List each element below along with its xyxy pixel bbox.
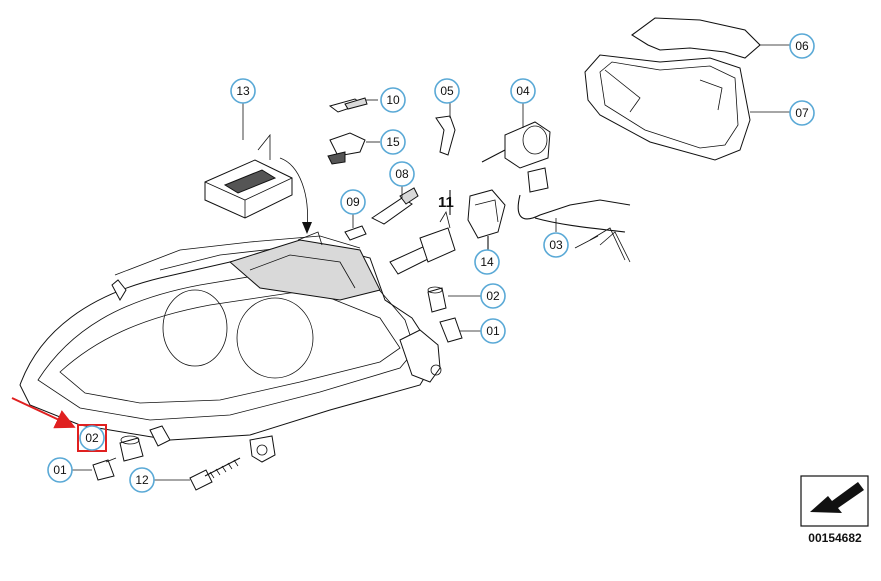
- callout-01[interactable]: 01: [47, 457, 73, 483]
- part-10-small-bulb: [328, 97, 368, 113]
- callout-circle: [480, 283, 506, 309]
- callout-15[interactable]: 15: [380, 129, 406, 155]
- callout-label: 04: [516, 84, 530, 98]
- callout-12[interactable]: 12: [129, 467, 155, 493]
- callout-label: 03: [549, 238, 563, 252]
- callout-circle: [380, 129, 406, 155]
- group-label-11: 11: [438, 194, 454, 211]
- part-08-bulb-holder: [371, 187, 419, 225]
- callout-label: 08: [395, 167, 409, 181]
- part-02-sleeve-upper: [427, 286, 447, 313]
- part-01-nut-lower: [92, 457, 117, 481]
- part-15-bulb-socket: [327, 132, 366, 165]
- callout-07[interactable]: 07: [789, 100, 815, 126]
- callout-label: 02: [85, 431, 99, 445]
- callout-04[interactable]: 04: [510, 78, 536, 104]
- callout-03[interactable]: 03: [543, 232, 569, 258]
- callout-label: 10: [386, 93, 400, 107]
- highlight-arrow: [11, 397, 107, 452]
- callout-05[interactable]: 05: [434, 78, 460, 104]
- part-05-rubber-cap: [435, 115, 456, 156]
- part-11-main-bulb: [389, 190, 456, 275]
- callout-06[interactable]: 06: [789, 33, 815, 59]
- callout-10[interactable]: 10: [380, 87, 406, 113]
- callout-circle: [510, 78, 536, 104]
- callout-label: 15: [386, 135, 400, 149]
- leader-lines: [72, 44, 790, 481]
- part-12-screw: [189, 457, 241, 491]
- callout-label: 02: [486, 289, 500, 303]
- callout-02[interactable]: 02: [480, 283, 506, 309]
- callout-circle: [480, 318, 506, 344]
- callouts: 13 10 05 04 06 07 15 08 09 14 03 02 01 02 01 12: [47, 33, 815, 493]
- callout-circle: [47, 457, 73, 483]
- drawing-number: 00154682: [808, 531, 862, 545]
- callout-label: 01: [53, 463, 67, 477]
- callout-13[interactable]: 13: [230, 78, 256, 104]
- callout-circle: [789, 33, 815, 59]
- callout-label: 14: [480, 255, 494, 269]
- callout-circle: [380, 87, 406, 113]
- callout-label: 06: [795, 39, 809, 53]
- part-14-retaining-clip: [467, 189, 506, 250]
- part-04-actuator: [481, 121, 551, 193]
- callout-label: 05: [440, 84, 454, 98]
- callout-circle: [79, 425, 105, 451]
- callout-02[interactable]: 02: [79, 425, 105, 451]
- callout-circle: [434, 78, 460, 104]
- callout-circle: [389, 161, 415, 187]
- callout-label: 12: [135, 473, 149, 487]
- callout-label: 07: [795, 106, 809, 120]
- callout-08[interactable]: 08: [389, 161, 415, 187]
- part-02-sleeve-lower: [119, 435, 144, 462]
- callout-circle: [474, 249, 500, 275]
- part-06-gasket: [631, 17, 761, 59]
- callout-circle: [543, 232, 569, 258]
- part-01-nut-upper: [439, 317, 463, 343]
- callout-circle: [789, 100, 815, 126]
- callout-circle: [230, 78, 256, 104]
- callout-14[interactable]: 14: [474, 249, 500, 275]
- part-07-rear-cover: [584, 54, 751, 161]
- callout-09[interactable]: 09: [340, 189, 366, 215]
- part-13-control-module: [204, 133, 312, 234]
- callout-label: 13: [236, 84, 250, 98]
- next-page-arrow-icon[interactable]: [800, 475, 869, 527]
- callout-01[interactable]: 01: [480, 318, 506, 344]
- callout-label: 01: [486, 324, 500, 338]
- callout-circle: [129, 467, 155, 493]
- callout-circle: [340, 189, 366, 215]
- part-09-bulb: [344, 225, 367, 241]
- callout-label: 09: [346, 195, 360, 209]
- headlight-housing: [19, 231, 442, 463]
- part-03-wiring-harness: [517, 194, 631, 263]
